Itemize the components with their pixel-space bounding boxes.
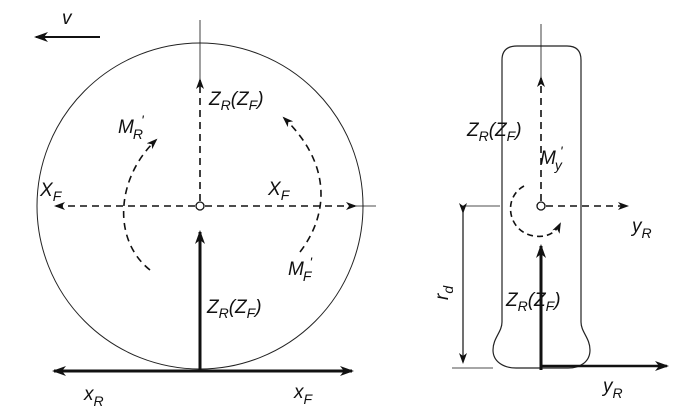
mf-moment-arc [282,116,322,253]
front-yr-ground-label: yR [601,376,623,401]
velocity-label: v [62,8,73,29]
my-moment-arc [509,185,561,238]
front-zr-bottom-label: ZR(ZF) [505,290,561,314]
mf-label: MF' [288,254,313,284]
side-view: v XF XF MR' MF' ZR(ZF) ZR(ZF) xR xF [34,8,376,409]
rd-label: rd [432,285,456,300]
tire-outline [492,45,591,369]
xf-ground-label: xF [293,382,314,407]
front-yr-mid-label: yR [630,216,652,241]
hub-center [195,201,205,211]
front-zr-top-label: ZR(ZF) [466,120,522,144]
mr-label: MR' [118,112,145,142]
xr-ground-label: xR [83,384,104,409]
mr-moment-arc [122,138,158,271]
front-view: ZR(ZF) My' yR rd ZR(ZF) yR [432,24,669,401]
zr-top-label: ZR(ZF) [208,89,264,113]
xf-left-label: XF [39,180,63,204]
zr-bottom-label: ZR(ZF) [206,297,262,321]
my-label: My' [540,143,564,173]
xf-right-label: XF [267,179,291,203]
front-hub-center [536,201,546,211]
